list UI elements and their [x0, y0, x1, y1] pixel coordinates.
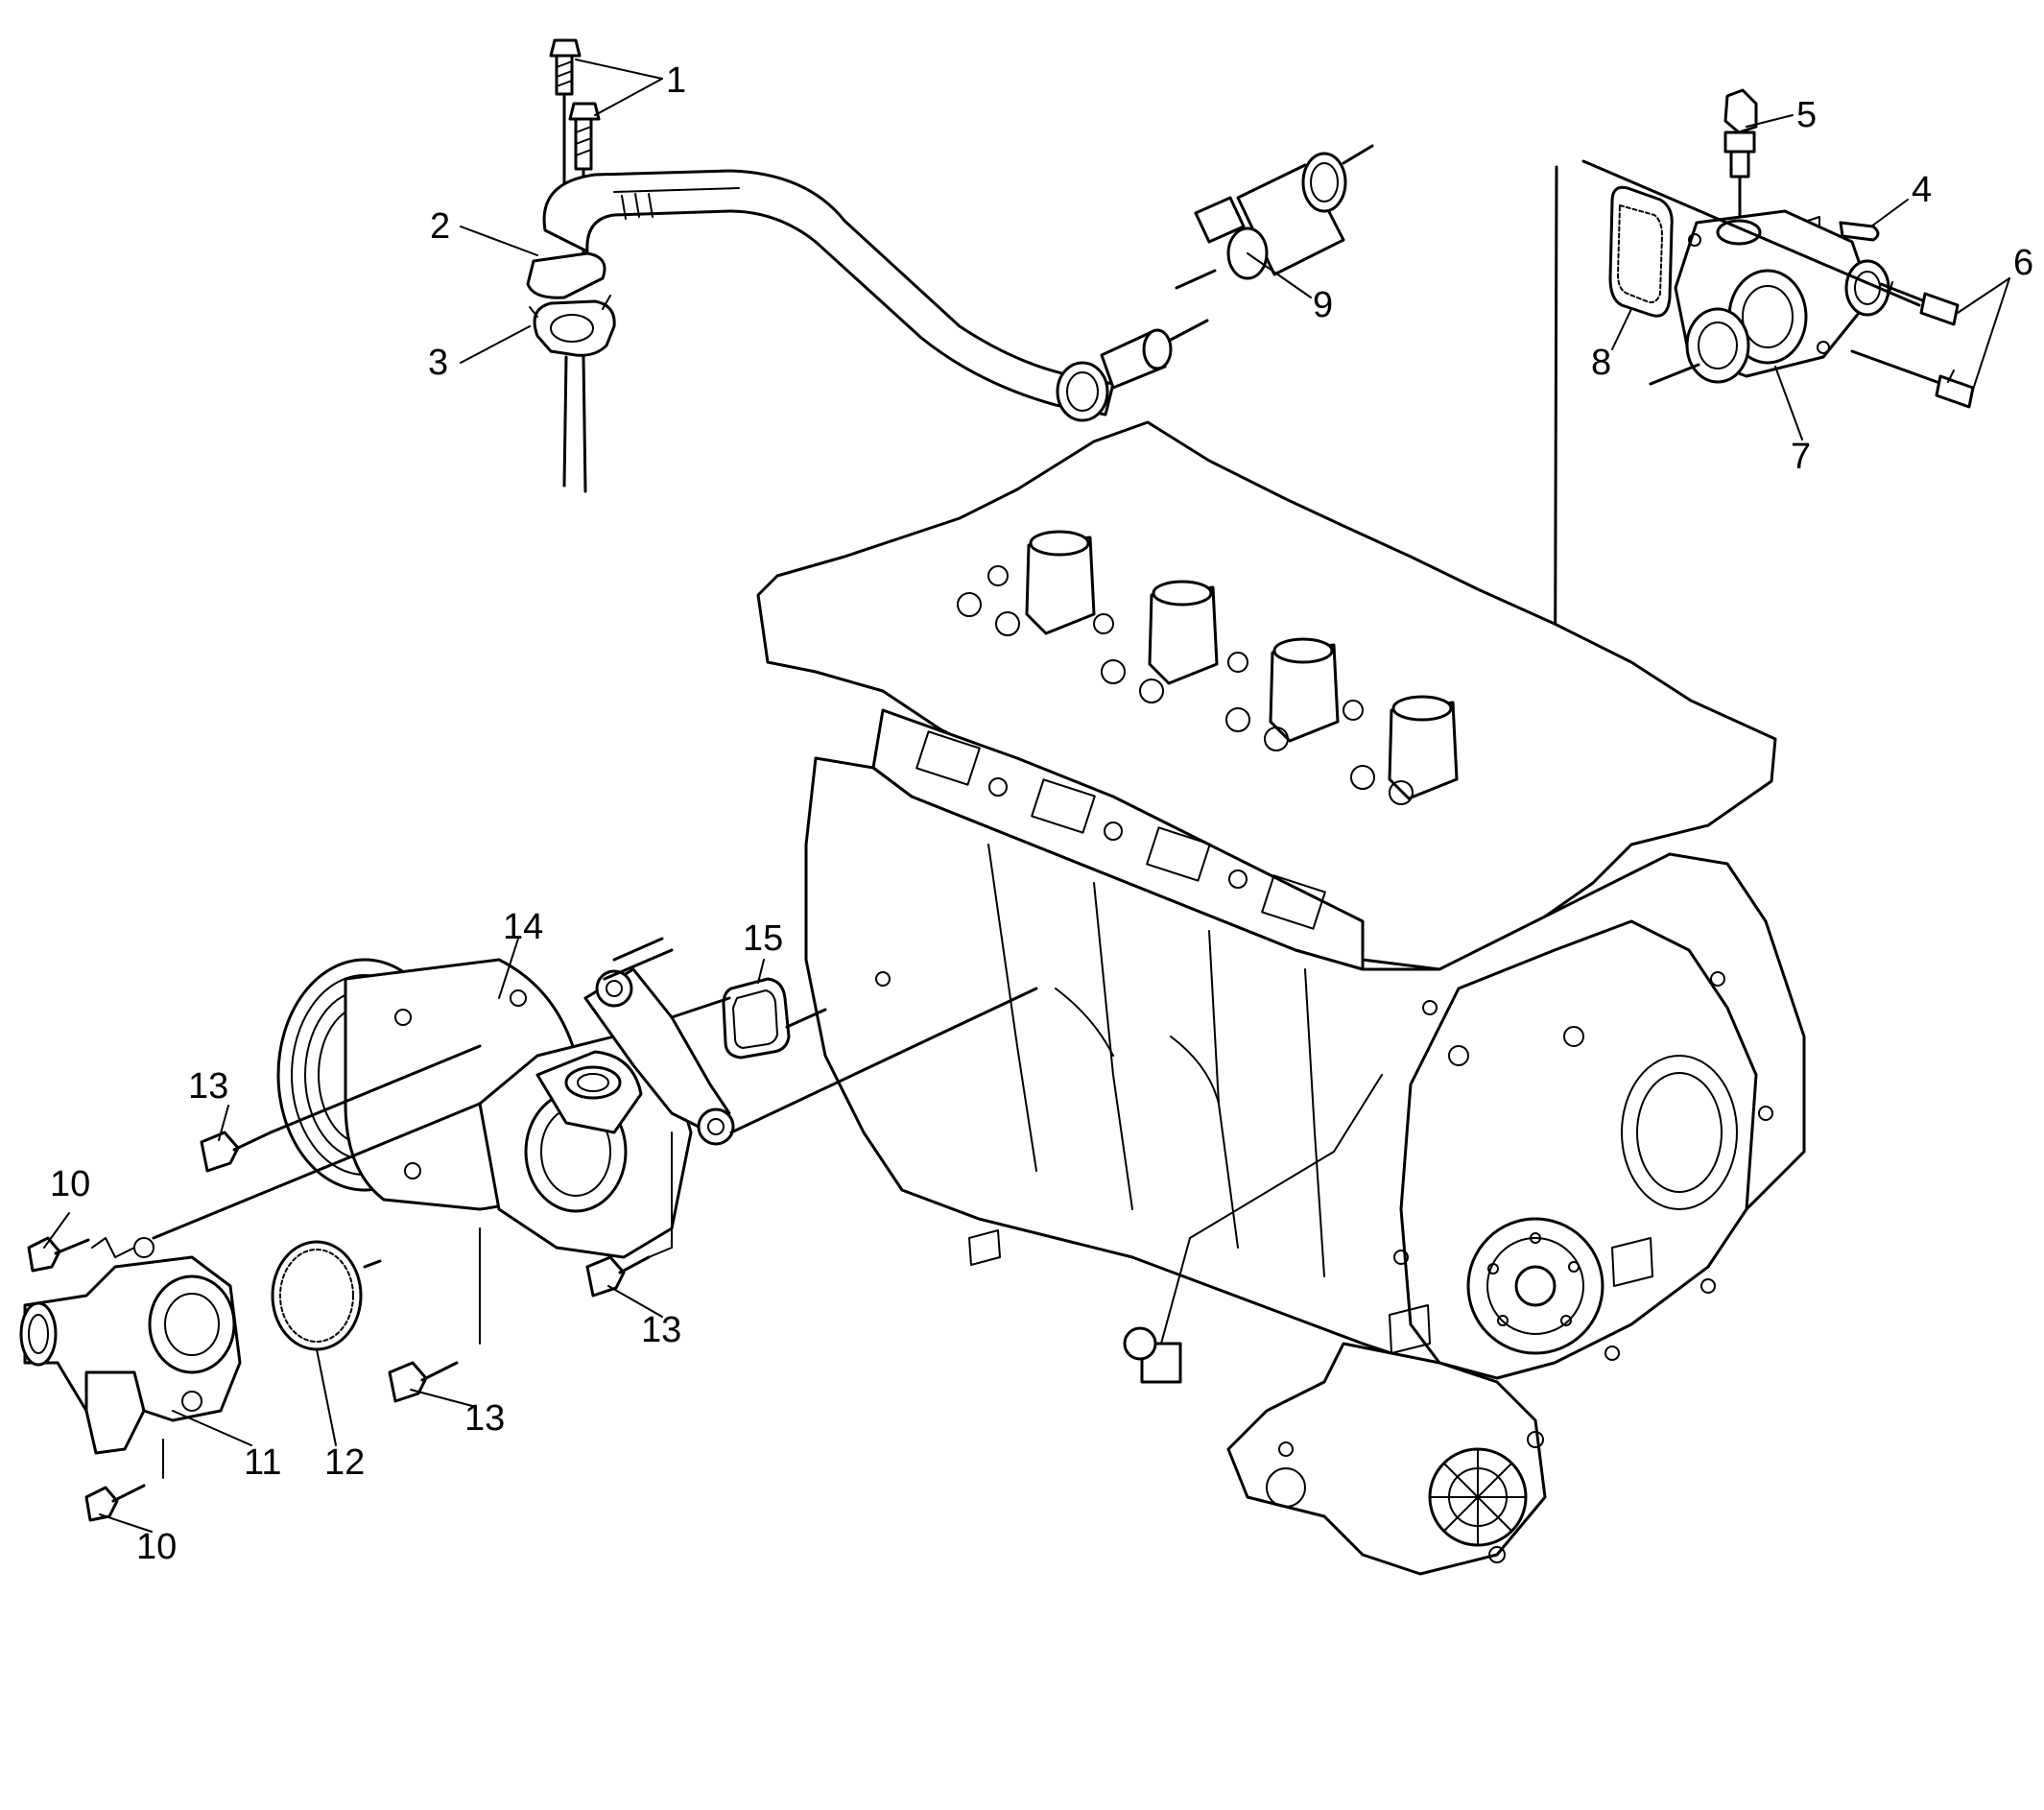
bolt-6-upper	[1879, 281, 1960, 326]
callout-11: 11	[244, 1442, 281, 1483]
bolt-1-lower	[568, 102, 601, 280]
callout-13-right: 13	[641, 1310, 681, 1350]
callout-4: 4	[1912, 170, 1932, 210]
camshaft-towers	[1025, 530, 1459, 800]
callout-13-left: 13	[188, 1066, 228, 1107]
alignment-line-pump-b	[603, 948, 674, 981]
callout-7: 7	[1791, 437, 1811, 477]
callout-10-lower: 10	[136, 1527, 177, 1567]
callout-10-upper: 10	[50, 1164, 90, 1204]
callout-6: 6	[2013, 243, 2033, 283]
callout-15: 15	[743, 918, 783, 959]
water-pump-14	[276, 958, 735, 1259]
callout-2: 2	[430, 206, 450, 247]
sensor-5	[1723, 88, 1758, 225]
hose-connector-9	[1175, 144, 1374, 290]
bolt-13-lower	[388, 1227, 481, 1403]
callout-8: 8	[1591, 343, 1611, 383]
bolt-13-right	[585, 1131, 673, 1298]
leader-lines	[43, 59, 2010, 1533]
callout-13-lower: 13	[464, 1398, 505, 1439]
thermostat-housing-7	[1581, 159, 1921, 386]
mesh-grilles	[968, 1229, 1653, 1354]
valve-springs	[957, 565, 1414, 805]
bolt-1-upper	[549, 38, 582, 208]
callout-9: 9	[1313, 285, 1333, 325]
gasket-15	[670, 977, 827, 1060]
oil-pump	[1226, 1342, 1547, 1576]
callout-1: 1	[666, 60, 686, 101]
engine-block	[756, 420, 1806, 1576]
bolt-6-lower	[1850, 349, 1975, 409]
water-outlet-11	[19, 1102, 482, 1455]
gasket-3	[529, 295, 616, 493]
callout-12: 12	[324, 1442, 365, 1483]
callout-3: 3	[428, 343, 448, 383]
seal-12	[271, 1240, 382, 1351]
bolt-10-upper	[27, 1236, 135, 1273]
seal-8	[1608, 185, 1674, 318]
block-sensor	[1123, 1074, 1383, 1384]
alignment-line-pump-a	[729, 987, 1038, 1134]
callout-5: 5	[1796, 95, 1817, 135]
pipe-outlet-end	[1056, 319, 1209, 422]
crankshaft-sprocket	[1466, 1217, 1604, 1355]
bolt-10-lower	[84, 1439, 164, 1522]
callout-14: 14	[503, 907, 543, 947]
coolant-pipe	[526, 169, 1115, 417]
cover-bolt-holes	[875, 971, 1773, 1457]
callouts: 1 2 3 5 4 6 7 8 9 10 10 11 12 13 13 13 1…	[50, 60, 2033, 1567]
alignment-line-pump-c	[612, 937, 664, 962]
